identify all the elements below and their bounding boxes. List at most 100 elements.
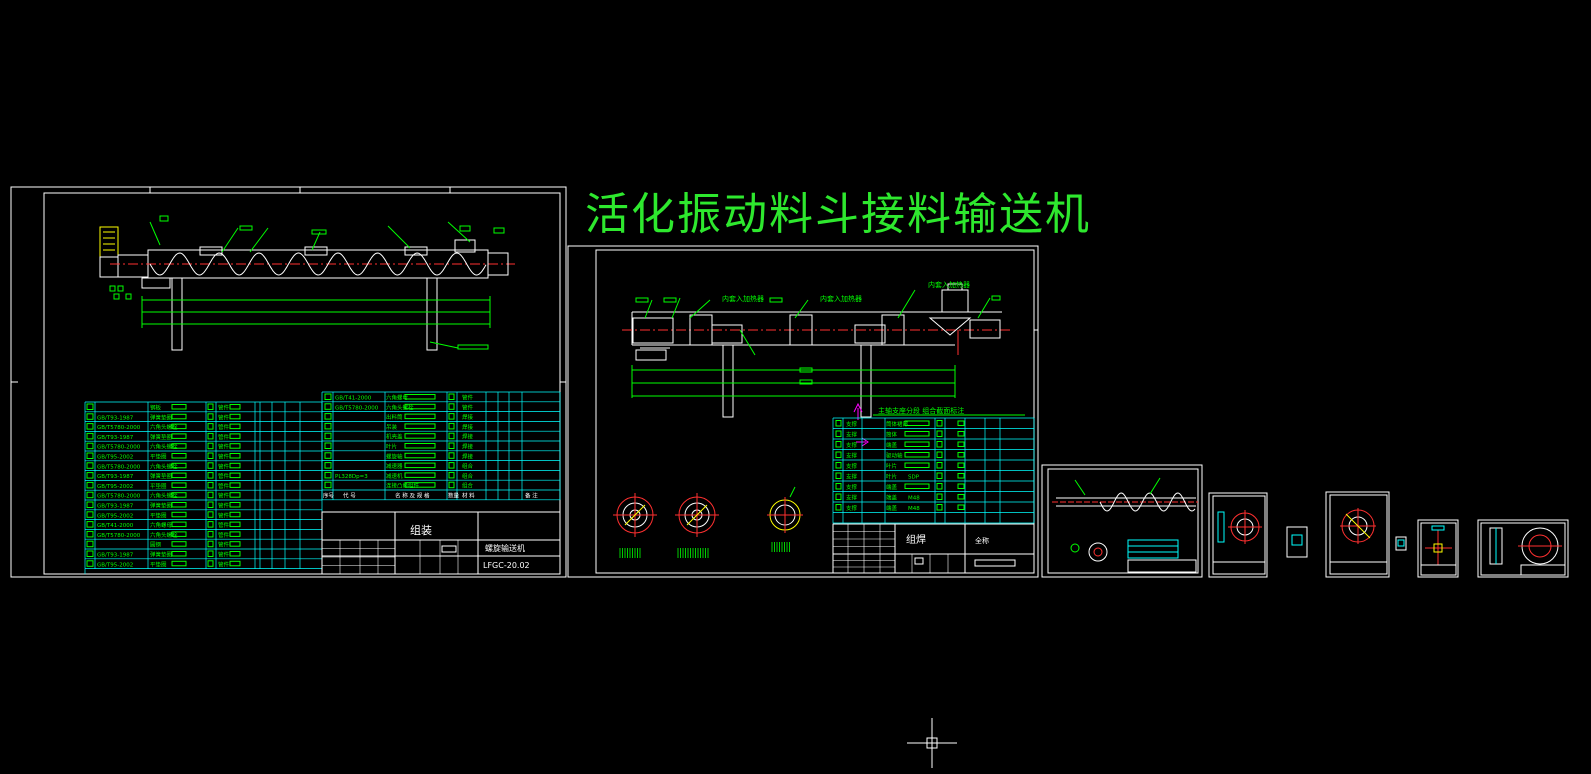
bom1-name: 六角螺母	[386, 394, 409, 402]
bom1-right-row[interactable]: 吊装焊接	[324, 422, 474, 431]
bom2-code: 支撑	[846, 462, 858, 470]
sheet-part-end-flange[interactable]	[1477, 519, 1569, 578]
bom1-name: 六角头螺栓	[386, 403, 414, 411]
sheet2-label-support-note: 主轴支座分段 组合截面标注	[878, 406, 964, 415]
flange-view-3	[767, 486, 803, 533]
bom1-material: 管件	[218, 531, 230, 539]
bom2-code: 支撑	[846, 494, 858, 502]
bom2-row[interactable]: 支撑端盖	[835, 441, 965, 449]
bom1-code: GB/T93-1987	[97, 504, 134, 510]
bom1-name: 平垫圈	[150, 453, 167, 461]
sheet-welding-drawing[interactable]: 内套入加热器 内套入加热器 内套入加热器 主轴支座分段 组合截面标注	[567, 245, 1039, 578]
sheet1-drawing-number: LFGC-20.02	[483, 561, 530, 570]
support-leg	[426, 277, 438, 351]
sheet2-title-block[interactable]: 组焊 全称	[832, 523, 1035, 574]
bom1-material: 管件	[462, 403, 474, 411]
bom1-right-row[interactable]: 螺旋轴焊接	[324, 452, 474, 460]
bom1-name: 弹簧垫圈	[150, 502, 173, 510]
bom1-header: 代 号	[343, 492, 356, 500]
bom1-material: 管件	[218, 511, 230, 519]
bom2-name: 筒体	[886, 431, 898, 439]
bom2-name: 叶片	[886, 473, 897, 481]
bom2-spec: M48	[908, 496, 920, 502]
sheet-part-flange-b[interactable]	[1325, 491, 1390, 578]
sheet1-title-block-cells	[322, 540, 459, 574]
bom1-name: 减速机	[386, 472, 403, 480]
bom1-code: GB/T5780-2000	[97, 533, 141, 539]
bom2-row[interactable]: 支撑筒体	[835, 430, 965, 439]
bom1-material: 焊接	[462, 452, 474, 460]
bom1-code: GB/T41-2000	[97, 523, 134, 529]
bom1-material: 组合	[462, 472, 474, 480]
bom2-row[interactable]: 支撑叶片	[835, 462, 965, 470]
bom1-right-row[interactable]: 出料筒焊接	[324, 413, 474, 421]
bom1-material: 管件	[218, 502, 230, 510]
bom1-material: 管件	[218, 541, 230, 549]
bom1-right-row[interactable]: 连接凸缘组件组合	[324, 481, 474, 490]
bom1-name: 六角头螺栓	[150, 531, 178, 539]
bom2-code: 支撑	[846, 483, 858, 491]
bom1-header: 备 注	[525, 492, 538, 500]
bom2-row[interactable]: 支撑驱动轴	[835, 451, 965, 460]
bom1-material: 管件	[218, 453, 230, 461]
crosshair-cursor-icon	[907, 718, 957, 768]
bom1-row[interactable]: 圆钢管件	[86, 540, 241, 549]
sheet2-outer-frame	[567, 245, 1039, 578]
bom1-row[interactable]: GB/T95-2002 平垫圈 管件	[86, 452, 241, 461]
bom1-row[interactable]: GB/T5780-2000 六角头螺栓 管件	[86, 530, 241, 539]
bom1-row[interactable]: GB/T93-1987 弹簧垫圈 管件	[86, 501, 241, 510]
bom1-name: 平垫圈	[150, 482, 167, 490]
drawing-title: 活化振动料斗接料输送机	[585, 189, 1091, 240]
bom1-name: 弹簧垫圈	[150, 413, 173, 421]
bom2-code: 支撑	[846, 473, 858, 481]
bom1-code: GB/T95-2002	[97, 455, 133, 461]
flange-view-2	[675, 493, 719, 537]
sheet-part-small-b[interactable]	[1395, 536, 1407, 551]
sheet-part-screw-shaft[interactable]	[1041, 464, 1203, 578]
bom1-code: GB/T41-2000	[335, 396, 372, 402]
bom1-material: 焊接	[462, 423, 474, 431]
bom2-row[interactable]: 支撑筒体裙部	[835, 420, 965, 428]
sheet2-title-main: 组焊	[906, 533, 926, 546]
sheet-part-flange-a[interactable]	[1208, 492, 1268, 578]
bom1-header: 名 称 及 规 格	[395, 492, 430, 500]
bom1-material: 管件	[218, 551, 230, 559]
bom1-material: 管件	[218, 472, 230, 480]
bom1-right-row[interactable]: 减速器组合	[324, 462, 474, 470]
bom1-right-row[interactable]: 机壳盖焊接	[324, 432, 474, 441]
bom1-code: GB/T93-1987	[97, 435, 134, 441]
bom1-right-row[interactable]: 叶片焊接	[324, 442, 474, 451]
sheet1-title-main: 组装	[410, 523, 432, 537]
bom1-row[interactable]: 钢板管件	[86, 403, 241, 412]
bom2-code: 支撑	[846, 420, 858, 428]
sheet-part-cross-plate[interactable]	[1417, 519, 1459, 578]
sheet1-title-block[interactable]: 组装 螺旋输送机 LFGC-20.02	[321, 511, 561, 575]
bom2-row[interactable]: 支撑端盖	[835, 483, 965, 491]
sheet-part-small-a[interactable]	[1286, 526, 1308, 558]
bom1-code: GB/T95-2002	[97, 562, 133, 568]
support-leg	[860, 344, 872, 418]
bom2-spec: M48	[908, 506, 920, 512]
